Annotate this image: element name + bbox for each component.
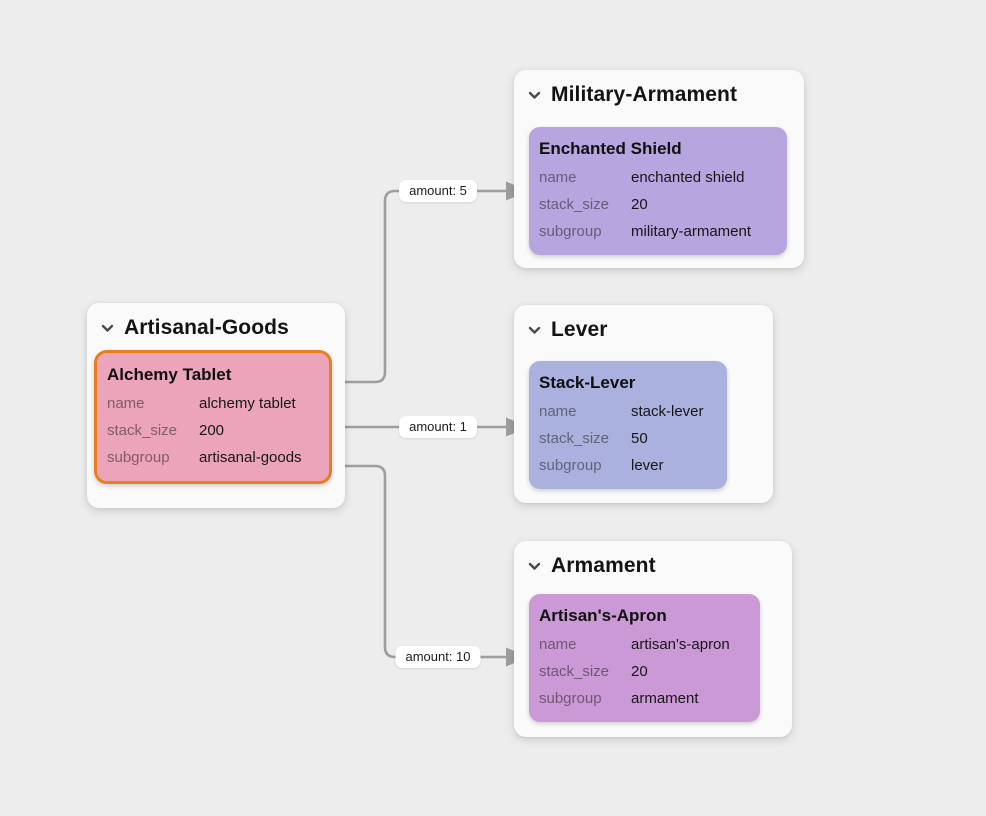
field-label: stack_size — [539, 663, 610, 680]
field-value: artisan's-apron — [631, 636, 730, 653]
item-card-stack-lever[interactable]: Stack-Lever name stack-lever stack_size … — [529, 361, 727, 489]
field-row: subgroup artisanal-goods — [107, 444, 319, 471]
field-value: lever — [631, 457, 664, 474]
node-military-armament[interactable]: Military-Armament Enchanted Shield name … — [514, 70, 804, 268]
field-row: stack_size 50 — [539, 425, 717, 452]
field-label: subgroup — [539, 457, 602, 474]
field-value: 200 — [199, 422, 225, 439]
field-row: stack_size 20 — [539, 191, 777, 218]
edge-to-armament — [338, 464, 507, 659]
field-label: name — [539, 169, 577, 186]
field-value: enchanted shield — [631, 169, 745, 186]
field-row: stack_size 20 — [539, 658, 750, 685]
node-header: Military-Armament — [514, 70, 804, 107]
item-title: Stack-Lever — [539, 373, 636, 392]
field-row: name enchanted shield — [539, 164, 777, 191]
field-label: subgroup — [539, 690, 602, 707]
chevron-down-icon[interactable] — [527, 559, 542, 574]
field-label: name — [107, 395, 145, 412]
field-label: stack_size — [539, 196, 610, 213]
item-title: Artisan's-Apron — [539, 606, 667, 625]
node-header: Lever — [514, 305, 773, 342]
field-label: subgroup — [539, 223, 602, 240]
field-row: subgroup military-armament — [539, 218, 777, 245]
edge-label-amount-10: amount: 10 — [395, 646, 481, 668]
field-value: 20 — [631, 196, 648, 213]
node-lever[interactable]: Lever Stack-Lever name stack-lever stack… — [514, 305, 773, 503]
field-value: military-armament — [631, 223, 752, 240]
chevron-down-icon[interactable] — [527, 323, 542, 338]
edge-label-amount-1: amount: 1 — [399, 416, 477, 438]
edge-to-military-armament — [338, 189, 507, 384]
item-card-alchemy-tablet[interactable]: Alchemy Tablet name alchemy tablet stack… — [94, 350, 332, 484]
field-row: subgroup armament — [539, 685, 750, 712]
field-value: 50 — [631, 430, 648, 447]
node-title: Armament — [551, 554, 656, 577]
node-title: Lever — [551, 318, 608, 341]
field-row: stack_size 200 — [107, 417, 319, 444]
field-label: name — [539, 403, 577, 420]
item-card-artisans-apron[interactable]: Artisan's-Apron name artisan's-apron sta… — [529, 594, 760, 722]
field-row: name artisan's-apron — [539, 631, 750, 658]
item-title: Alchemy Tablet — [107, 365, 232, 384]
edge-label-amount-5: amount: 5 — [399, 180, 477, 202]
chevron-down-icon[interactable] — [527, 88, 542, 103]
field-label: stack_size — [539, 430, 610, 447]
field-row: subgroup lever — [539, 452, 717, 479]
chevron-down-icon[interactable] — [100, 321, 115, 336]
node-artisanal-goods[interactable]: Artisanal-Goods Alchemy Tablet name alch… — [87, 303, 345, 508]
field-row: name alchemy tablet — [107, 390, 319, 417]
field-label: name — [539, 636, 577, 653]
field-label: subgroup — [107, 449, 170, 466]
field-value: stack-lever — [631, 403, 704, 420]
node-header: Artisanal-Goods — [87, 303, 345, 340]
node-title: Artisanal-Goods — [124, 316, 289, 339]
field-value: 20 — [631, 663, 648, 680]
item-title: Enchanted Shield — [539, 139, 682, 158]
field-label: stack_size — [107, 422, 178, 439]
field-value: armament — [631, 690, 699, 707]
node-title: Military-Armament — [551, 83, 738, 106]
node-armament[interactable]: Armament Artisan's-Apron name artisan's-… — [514, 541, 792, 737]
item-card-enchanted-shield[interactable]: Enchanted Shield name enchanted shield s… — [529, 127, 787, 255]
field-value: artisanal-goods — [199, 449, 302, 466]
node-header: Armament — [514, 541, 792, 578]
field-value: alchemy tablet — [199, 395, 296, 412]
field-row: name stack-lever — [539, 398, 717, 425]
